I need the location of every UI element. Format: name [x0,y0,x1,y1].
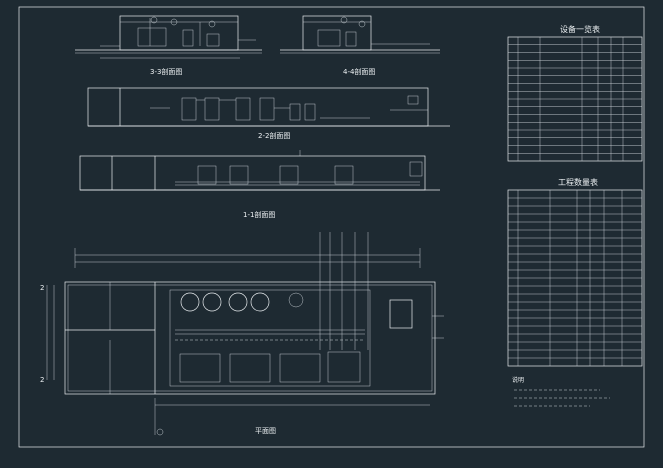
plan-view-title: 平面图 [255,427,276,435]
section-4-4-title: 4-4剖面图 [343,67,375,76]
section-1-1: 1-1剖面图 [79,150,440,219]
section-2-2-title: 2-2剖面图 [258,131,290,140]
notes-heading: 说明 [512,376,524,384]
svg-text:2: 2 [40,284,44,292]
equipment-table: 设备一览表 [507,24,643,162]
equipment-table-title: 设备一览表 [560,24,600,34]
section-2-2: 2-2剖面图 [87,87,450,140]
section-4-4: 4-4剖面图 [280,15,440,76]
section-1-1-title: 1-1剖面图 [243,210,275,219]
section-3-3-title: 3-3剖面图 [150,67,182,76]
plan-view: 平面图 2 2 [40,232,444,436]
svg-text:2: 2 [40,376,44,384]
drawing-frame [18,6,645,448]
process-table-title: 工程数量表 [558,177,598,187]
section-3-3: 3-3剖面图 [75,15,262,76]
notes: 说明 [512,376,610,407]
process-table: 工程数量表 [507,177,643,367]
